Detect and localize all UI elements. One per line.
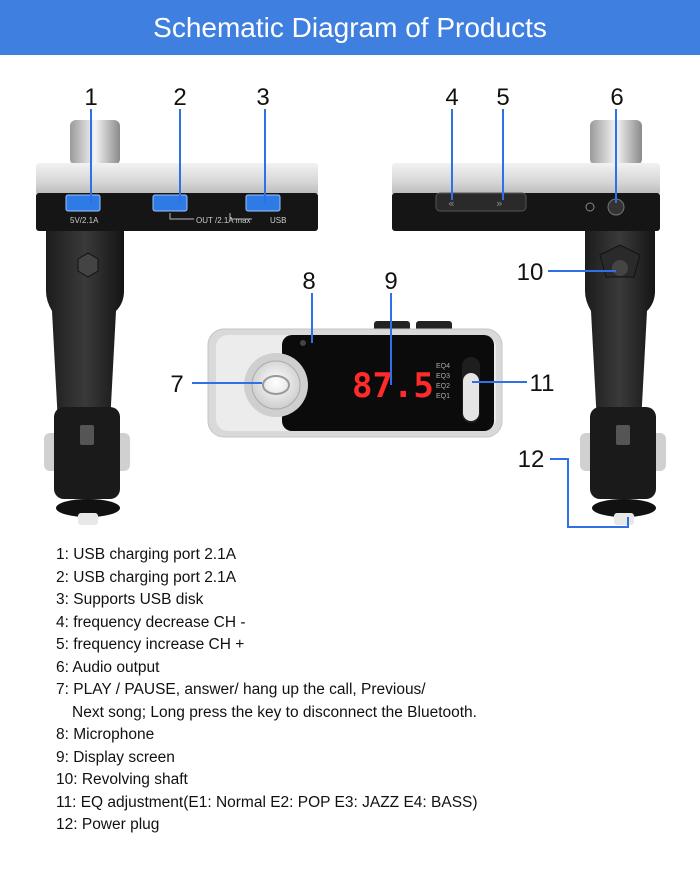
callout-number-1: 1 (84, 84, 97, 111)
legend-item-1: 1: USB charging port 2.1A (56, 546, 237, 563)
legend-item-7-continued: Next song; Long press the key to disconn… (72, 703, 477, 721)
callout-number-8: 8 (302, 268, 315, 295)
device-right-view: « » (392, 120, 666, 525)
eq-label-1: EQ1 (436, 393, 450, 400)
legend-item-5: 5: frequency increase CH + (56, 636, 245, 653)
lcd-area (282, 335, 494, 431)
callout-number-11: 11 (530, 370, 555, 397)
feature-legend: 1: USB charging port 2.1A 2: USB chargin… (56, 544, 676, 837)
eq-label-3: EQ3 (436, 373, 450, 380)
play-pause-button (251, 360, 301, 410)
legend-item-9: 9: Display screen (56, 748, 175, 766)
stem-nut-icon (77, 252, 99, 278)
eq-label-2: EQ2 (436, 383, 450, 390)
display-readout: 87.5 (352, 366, 434, 406)
top-housing-silver-right (392, 163, 660, 195)
usb-label: USB (270, 216, 286, 225)
plug-body (54, 407, 120, 499)
right-stem (585, 231, 655, 461)
channel-down-icon: « (448, 197, 455, 210)
usb-port-3 (245, 194, 281, 212)
usb-port-2 (152, 194, 188, 212)
eq-slider-knob (463, 373, 479, 421)
callout-lines (90, 109, 629, 528)
plug-tip-right (614, 513, 634, 525)
legend-item-11: 11: EQ adjustment(E1: Normal E2: POP E3:… (56, 793, 478, 811)
plug-slot (80, 425, 94, 445)
plug-body-right (590, 407, 656, 499)
top-housing-silver (36, 163, 318, 195)
callout-number-3: 3 (256, 84, 269, 111)
legend-item-2: 2: USB charging port 2.1A (56, 568, 237, 586)
port-bracket (169, 213, 252, 220)
callout-number-2: 2 (173, 84, 186, 111)
callout-line-12 (550, 458, 629, 528)
device-front-face: 87.5 EQ4 EQ3 EQ2 EQ1 (207, 321, 503, 438)
legend-item-12: 12: Power plug (56, 816, 160, 833)
legend-item-4: 4: frequency decrease CH - (56, 613, 246, 631)
shaft-pin (612, 260, 628, 276)
top-knob (70, 120, 120, 165)
phone-icon (262, 375, 290, 395)
plug-tip (78, 513, 98, 525)
eq-label-4: EQ4 (436, 363, 450, 370)
legend-item-10: 10: Revolving shaft (56, 771, 188, 788)
device-left-view: 5V/2.1A OUT /2.1A max USB (36, 120, 318, 525)
port1-label: 5V/2.1A (70, 216, 99, 225)
legend-item-8: 8: Microphone (56, 726, 155, 743)
page-title: Schematic Diagram of Products (0, 0, 700, 55)
legend-item-7: 7: PLAY / PAUSE, answer/ hang up the cal… (56, 679, 676, 724)
callout-numbers: 1 2 3 4 5 6 7 8 9 10 11 12 (84, 84, 623, 473)
audio-out-icon (585, 202, 595, 212)
plug-base-right (592, 499, 656, 517)
legend-item-3: 3: Supports USB disk (56, 591, 204, 608)
callout-number-5: 5 (496, 84, 509, 111)
callout-number-12: 12 (518, 446, 545, 473)
plug-slot-right (616, 425, 630, 445)
callout-number-7: 7 (170, 371, 183, 398)
callout-number-9: 9 (384, 268, 397, 295)
product-schematic: 5V/2.1A OUT /2.1A max USB « » (36, 84, 666, 528)
callout-number-4: 4 (445, 84, 458, 111)
out-label: OUT /2.1A max (196, 216, 251, 225)
usb-port-1 (65, 194, 101, 212)
plug-base (56, 499, 120, 517)
left-stem (46, 231, 124, 461)
callout-number-6: 6 (610, 84, 623, 111)
channel-up-icon: » (496, 197, 503, 210)
legend-item-6: 6: Audio output (56, 658, 160, 676)
microphone-hole (300, 340, 306, 346)
callout-number-10: 10 (517, 259, 544, 286)
